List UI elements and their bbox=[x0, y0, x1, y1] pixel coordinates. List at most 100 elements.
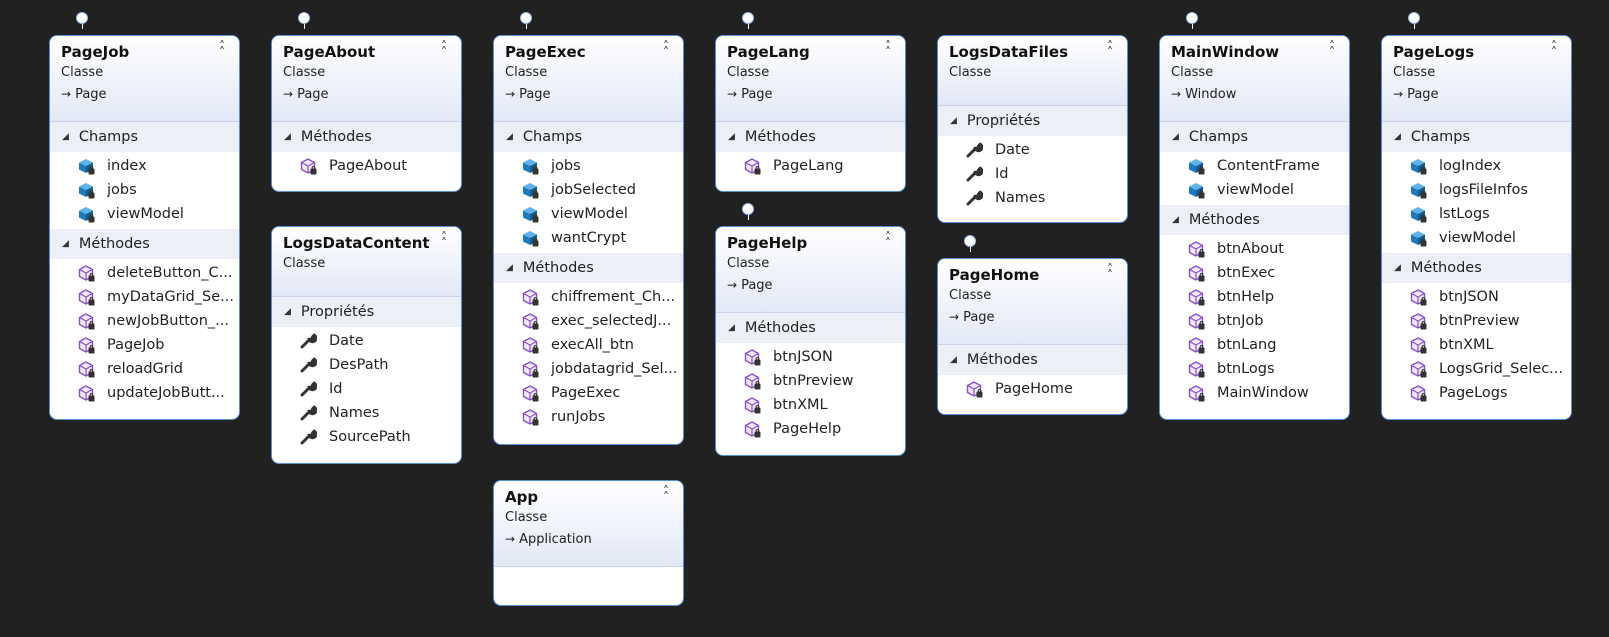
expand-triangle-icon[interactable]: ◢ bbox=[62, 239, 69, 249]
collapse-chevron-icon[interactable]: ˄˄ bbox=[663, 39, 669, 59]
collapse-chevron-icon[interactable]: ˄˄ bbox=[885, 230, 891, 250]
method-item[interactable]: btnXML bbox=[1382, 333, 1571, 357]
method-item[interactable]: myDataGrid_Se... bbox=[50, 285, 239, 309]
property-item[interactable]: SourcePath bbox=[272, 425, 461, 449]
field-item[interactable]: index bbox=[50, 154, 239, 178]
field-item[interactable]: logsFileInfos bbox=[1382, 178, 1571, 202]
expand-triangle-icon[interactable]: ◢ bbox=[1394, 132, 1401, 142]
method-item[interactable]: btnExec bbox=[1160, 261, 1349, 285]
field-item[interactable]: viewModel bbox=[1160, 178, 1349, 202]
field-item[interactable]: viewModel bbox=[50, 202, 239, 226]
collapse-chevron-icon[interactable]: ˄˄ bbox=[1551, 39, 1557, 59]
expand-triangle-icon[interactable]: ◢ bbox=[728, 323, 735, 333]
section-header-m-thodes[interactable]: ◢Méthodes bbox=[716, 122, 905, 152]
expand-triangle-icon[interactable]: ◢ bbox=[62, 132, 69, 142]
section-header-champs[interactable]: ◢Champs bbox=[1382, 122, 1571, 152]
property-item[interactable]: Id bbox=[938, 162, 1127, 186]
method-item[interactable]: jobdatagrid_Sel... bbox=[494, 357, 683, 381]
method-item[interactable]: btnJSON bbox=[716, 345, 905, 369]
section-header-champs[interactable]: ◢Champs bbox=[50, 122, 239, 152]
method-item[interactable]: exec_selectedJ... bbox=[494, 309, 683, 333]
collapse-chevron-icon[interactable]: ˄˄ bbox=[1107, 39, 1113, 59]
method-item[interactable]: btnPreview bbox=[716, 369, 905, 393]
method-item[interactable]: deleteButton_C... bbox=[50, 261, 239, 285]
collapse-chevron-icon[interactable]: ˄˄ bbox=[1107, 262, 1113, 282]
property-item[interactable]: Date bbox=[272, 329, 461, 353]
field-item[interactable]: wantCrypt bbox=[494, 226, 683, 250]
method-item[interactable]: btnPreview bbox=[1382, 309, 1571, 333]
field-item[interactable]: viewModel bbox=[1382, 226, 1571, 250]
expand-triangle-icon[interactable]: ◢ bbox=[1172, 132, 1179, 142]
collapse-chevron-icon[interactable]: ˄˄ bbox=[441, 230, 447, 250]
section-header-m-thodes[interactable]: ◢Méthodes bbox=[938, 345, 1127, 375]
expand-triangle-icon[interactable]: ◢ bbox=[1172, 215, 1179, 225]
method-item[interactable]: PageJob bbox=[50, 333, 239, 357]
method-item[interactable]: PageLogs bbox=[1382, 381, 1571, 405]
method-item[interactable]: PageAbout bbox=[272, 154, 461, 178]
property-item[interactable]: DesPath bbox=[272, 353, 461, 377]
method-item[interactable]: btnLogs bbox=[1160, 357, 1349, 381]
method-item[interactable]: btnLang bbox=[1160, 333, 1349, 357]
property-item[interactable]: Date bbox=[938, 138, 1127, 162]
collapse-chevron-icon[interactable]: ˄˄ bbox=[885, 39, 891, 59]
section-header-m-thodes[interactable]: ◢Méthodes bbox=[1160, 205, 1349, 235]
method-item[interactable]: btnJSON bbox=[1382, 285, 1571, 309]
method-item[interactable]: PageHome bbox=[938, 377, 1127, 401]
method-item[interactable]: PageExec bbox=[494, 381, 683, 405]
method-item[interactable]: btnHelp bbox=[1160, 285, 1349, 309]
method-item[interactable]: PageHelp bbox=[716, 417, 905, 441]
field-item[interactable]: lstLogs bbox=[1382, 202, 1571, 226]
expand-triangle-icon[interactable]: ◢ bbox=[506, 132, 513, 142]
section-header-propri-t-s[interactable]: ◢Propriétés bbox=[272, 297, 461, 327]
method-item[interactable]: btnAbout bbox=[1160, 237, 1349, 261]
expand-triangle-icon[interactable]: ◢ bbox=[950, 116, 957, 126]
expand-triangle-icon[interactable]: ◢ bbox=[950, 355, 957, 365]
method-item[interactable]: updateJobButt... bbox=[50, 381, 239, 405]
expand-triangle-icon[interactable]: ◢ bbox=[1394, 263, 1401, 273]
method-item[interactable]: MainWindow bbox=[1160, 381, 1349, 405]
section-header-m-thodes[interactable]: ◢Méthodes bbox=[272, 122, 461, 152]
field-item[interactable]: ContentFrame bbox=[1160, 154, 1349, 178]
method-item[interactable]: btnJob bbox=[1160, 309, 1349, 333]
field-item[interactable]: jobs bbox=[494, 154, 683, 178]
section-header-m-thodes[interactable]: ◢Méthodes bbox=[494, 253, 683, 283]
property-item[interactable]: Names bbox=[938, 186, 1127, 210]
method-item[interactable]: reloadGrid bbox=[50, 357, 239, 381]
collapse-chevron-icon[interactable]: ˄˄ bbox=[219, 39, 225, 59]
expand-triangle-icon[interactable]: ◢ bbox=[284, 132, 291, 142]
method-item[interactable]: LogsGrid_Selec... bbox=[1382, 357, 1571, 381]
property-item[interactable]: Id bbox=[272, 377, 461, 401]
expand-triangle-icon[interactable]: ◢ bbox=[284, 307, 291, 317]
expand-triangle-icon[interactable]: ◢ bbox=[506, 263, 513, 273]
method-item[interactable]: runJobs bbox=[494, 405, 683, 429]
section-header-m-thodes[interactable]: ◢Méthodes bbox=[50, 229, 239, 259]
method-item[interactable]: btnXML bbox=[716, 393, 905, 417]
collapse-chevron-icon[interactable]: ˄˄ bbox=[441, 39, 447, 59]
method-item[interactable]: newJobButton_... bbox=[50, 309, 239, 333]
field-item[interactable]: jobSelected bbox=[494, 178, 683, 202]
section-header-m-thodes[interactable]: ◢Méthodes bbox=[716, 313, 905, 343]
field-item[interactable]: jobs bbox=[50, 178, 239, 202]
section-header-propri-t-s[interactable]: ◢Propriétés bbox=[938, 106, 1127, 136]
collapse-chevron-icon[interactable]: ˄˄ bbox=[663, 484, 669, 504]
method-item[interactable]: execAll_btn bbox=[494, 333, 683, 357]
section-header-champs[interactable]: ◢Champs bbox=[1160, 122, 1349, 152]
field-item[interactable]: logIndex bbox=[1382, 154, 1571, 178]
method-item[interactable]: PageLang bbox=[716, 154, 905, 178]
method-item[interactable]: chiffrement_Ch... bbox=[494, 285, 683, 309]
property-item[interactable]: Names bbox=[272, 401, 461, 425]
expand-triangle-icon[interactable]: ◢ bbox=[728, 132, 735, 142]
collapse-chevron-icon[interactable]: ˄˄ bbox=[1329, 39, 1335, 59]
field-item[interactable]: viewModel bbox=[494, 202, 683, 226]
